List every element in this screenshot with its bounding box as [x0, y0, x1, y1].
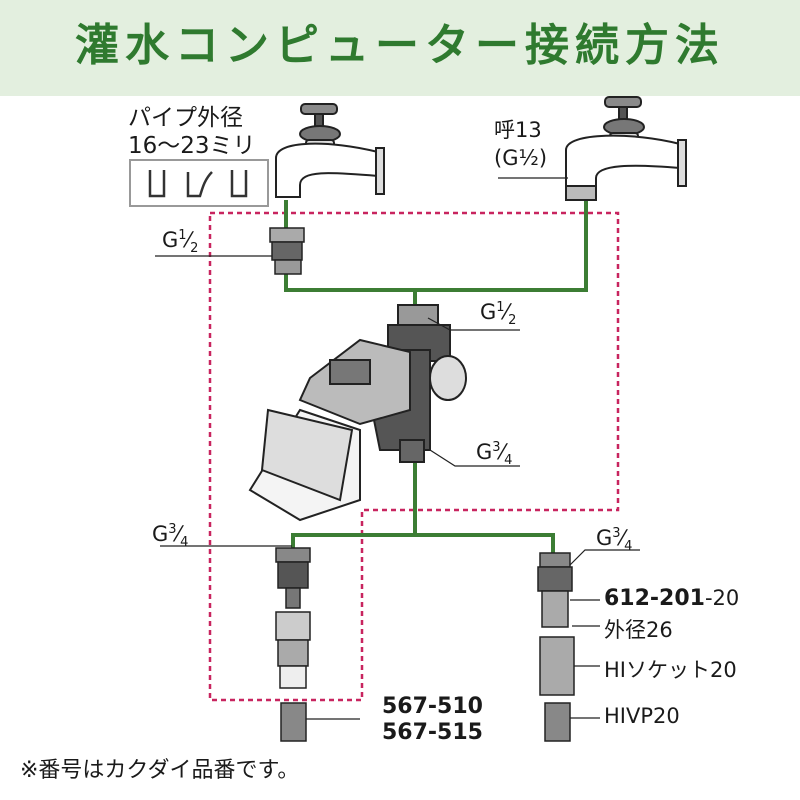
part-code-suffix: -20: [704, 586, 740, 610]
thread-label-valve-inlet: G1⁄2: [480, 300, 517, 329]
tap-right-thread: (G½): [494, 146, 548, 170]
tap-right-label: 呼13 (G½): [494, 116, 547, 172]
hose-connector-icon: [275, 547, 311, 689]
thread-label-right-connector: G3⁄4: [596, 526, 633, 555]
faucet-left-icon: [275, 103, 385, 198]
thread-label-left-connector: G3⁄4: [152, 522, 189, 551]
connection-lines: [284, 200, 588, 553]
thread-label-valve-outlet: G3⁄4: [476, 440, 513, 469]
pipe-size-samples-icon: [129, 159, 269, 207]
irrigation-timer-icon: [248, 304, 467, 522]
tap-right-nominal: 呼13: [494, 118, 542, 142]
outer-diameter-label: 外径26: [604, 618, 673, 642]
pipe-fitting-icon: [537, 552, 575, 742]
page-title: 灌水コンピューター接続方法: [75, 20, 725, 71]
pipe-label: HIVP20: [604, 704, 680, 728]
thread-label-left-adapter: G1⁄2: [162, 228, 199, 257]
part-code-bold: 612-201: [604, 586, 705, 611]
pipe-size-line1: パイプ外径: [128, 105, 243, 131]
socket-label: HIソケット20: [604, 658, 737, 682]
hose-pipe-left: [280, 702, 307, 742]
part-code-567-515: 567-515: [382, 720, 483, 745]
connection-diagram: [129, 96, 687, 742]
timer-kit-boundary: [208, 211, 620, 702]
faucet-right-icon: [565, 96, 687, 201]
leader-lines: [155, 177, 640, 720]
title-banner: 灌水コンピューター接続方法: [0, 0, 800, 96]
pipe-size-label: パイプ外径 16〜23ミリ: [128, 104, 256, 160]
part-code-567-510: 567-510: [382, 694, 483, 719]
part-code-right: 612-201-20: [604, 586, 739, 611]
pipe-size-line2: 16〜23ミリ: [128, 133, 256, 159]
tap-adapter-icon: [269, 227, 305, 275]
footer-note: ※番号はカクダイ品番です。: [20, 758, 300, 783]
part-codes-left: 567-510 567-515: [382, 694, 483, 746]
